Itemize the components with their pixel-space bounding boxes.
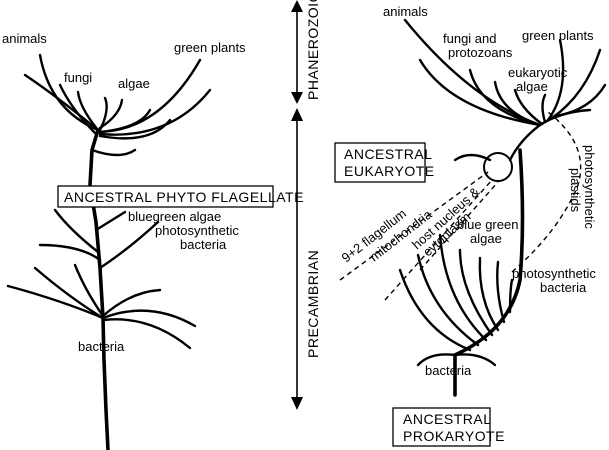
ancestral-phyto-flagellate-box	[57, 185, 274, 208]
right-main-trunk	[453, 148, 525, 357]
left-bacteria-branch-4	[101, 309, 197, 328]
ancestral-eukaryote-line1: ANCESTRAL	[344, 146, 433, 162]
right-prokaryote-branch-1	[398, 268, 472, 352]
precambrian-down-arrowhead	[291, 397, 303, 410]
right-prokaryote-branch-2	[416, 253, 480, 347]
left-upper-twig	[90, 148, 137, 157]
timescale-axis: PHANEROZOIC PRECAMBRIAN	[291, 0, 321, 410]
right-root-left	[416, 353, 457, 367]
left-fungi-branch-2	[58, 83, 98, 136]
left-bluegreen-branch	[94, 210, 127, 232]
left-label-green-plants: green plants	[174, 40, 246, 55]
phanerozoic-up-arrowhead	[291, 0, 303, 12]
left-label-photosynthetic: photosynthetic	[155, 223, 239, 238]
left-bacteria-branch-1	[6, 284, 105, 320]
right-protozoa-branch	[493, 80, 542, 127]
left-tree: animals fungi algae green plants ANCESTR…	[2, 31, 304, 450]
label-photosynthetic-plastids-2: plastids	[568, 168, 583, 213]
left-photosynthetic-branch	[98, 220, 160, 270]
right-label-fungi-line2: protozoans	[448, 45, 513, 60]
right-plants-branch-3	[554, 83, 607, 118]
right-label-photosynthetic: photosynthetic	[512, 266, 596, 281]
phanerozoic-down-arrowhead	[291, 92, 303, 104]
right-label-blue-green: blue green	[457, 217, 518, 232]
right-prokaryote-branch-7	[508, 278, 514, 314]
right-flagellum-hook	[453, 153, 492, 162]
right-label-fungi-line1: fungi and	[443, 31, 497, 46]
dashed-nucleus-line	[419, 181, 499, 271]
right-prokaryote-branch-3	[438, 233, 488, 342]
right-label-bacteria: bacteria	[425, 363, 472, 378]
left-plants-branch	[98, 58, 202, 134]
ancestral-eukaryote-box	[334, 142, 426, 183]
left-label-algae: algae	[118, 76, 150, 91]
left-trunk	[88, 128, 110, 450]
left-label-bacteria: bacteria	[78, 339, 125, 354]
right-prokaryote-branch-4	[458, 248, 494, 337]
eukaryote-cell-node	[483, 152, 513, 182]
left-mid-branch-a	[53, 208, 100, 254]
dashed-flagellum-line	[339, 171, 489, 281]
right-label-green-plants: green plants	[522, 28, 594, 43]
left-label-bluegreen-algae: bluegreen algae	[128, 209, 221, 224]
dashed-plastids-line	[511, 111, 582, 273]
ancestral-eukaryote-line2: EUKARYOTE	[344, 163, 435, 179]
right-label-blue-green-algae: algae	[470, 231, 502, 246]
right-prokaryote-branch-5	[478, 256, 500, 332]
label-photosynthetic-plastids-1: photosynthetic	[582, 145, 597, 229]
left-label-fungi: fungi	[64, 70, 92, 85]
left-bacteria-branch-3	[101, 288, 162, 318]
precambrian-label: PRECAMBRIAN	[305, 250, 321, 358]
precambrian-up-arrowhead	[291, 108, 303, 121]
left-bacteria-branch-2	[33, 266, 105, 320]
ancestral-prokaryote-box	[392, 407, 491, 447]
right-prokaryote-branch-6	[496, 260, 506, 324]
phanerozoic-label: PHANEROZOIC	[305, 0, 321, 100]
right-animals-branch-2	[418, 58, 542, 127]
ancestral-prokaryote-line2: PROKARYOTE	[403, 428, 505, 444]
left-plants-branch-3	[98, 118, 172, 140]
left-fungi-branch	[76, 90, 100, 132]
left-bacteria-branch-5	[102, 318, 192, 350]
right-tree: animals fungi and protozoans green plant…	[334, 4, 607, 447]
left-label-bacteria-line2: bacteria	[180, 237, 227, 252]
right-label-photosynthetic-bacteria: bacteria	[540, 280, 587, 295]
right-label-animals: animals	[383, 4, 428, 19]
right-protozoa-branch-2	[513, 88, 544, 126]
left-bacteria-branch-6	[73, 263, 105, 318]
right-plants-branch-2	[550, 48, 602, 120]
ancestral-phyto-flagellate-label: ANCESTRAL PHYTO FLAGELLATE	[64, 189, 304, 205]
left-mid-branch-b	[38, 243, 102, 262]
right-algae-branch	[541, 93, 547, 124]
left-plants-branch-4	[98, 108, 152, 134]
left-label-animals: animals	[2, 31, 47, 46]
left-animals-branch-2	[23, 73, 100, 132]
right-label-eukaryotic: eukaryotic	[508, 65, 568, 80]
ancestral-prokaryote-line1: ANCESTRAL	[403, 411, 492, 427]
left-algae-branch-2	[98, 96, 108, 132]
right-label-eukaryotic-algae: algae	[516, 79, 548, 94]
right-plants-branch	[546, 38, 565, 122]
